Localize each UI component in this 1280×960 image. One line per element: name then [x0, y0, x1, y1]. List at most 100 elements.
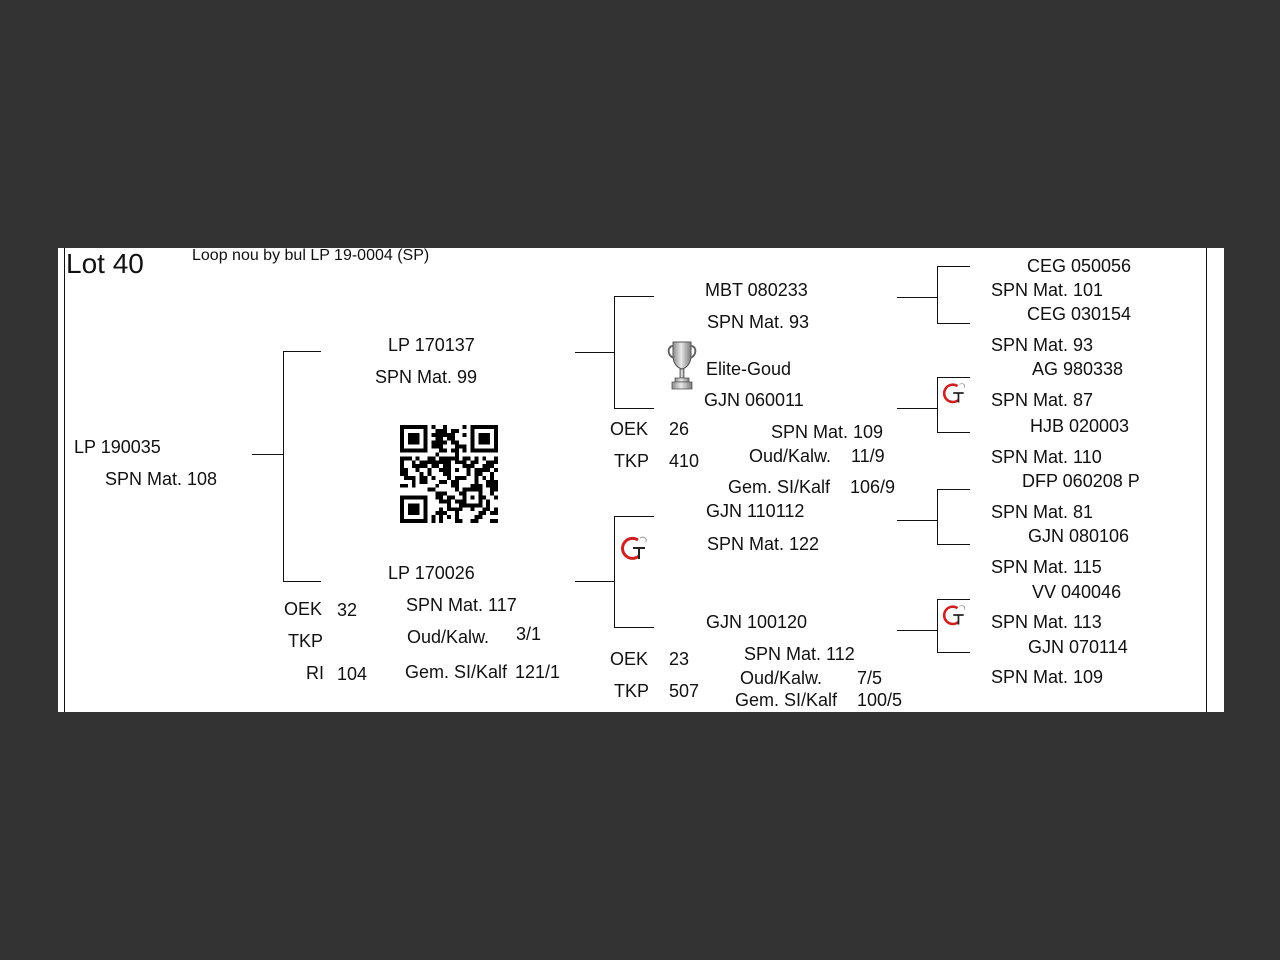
qr-module — [439, 499, 444, 504]
qr-module — [415, 432, 420, 437]
dam-dam-gem-label: Gem. SI/Kalf — [735, 690, 838, 710]
qr-module — [439, 479, 444, 484]
sire-dam-gem-label: Gem. SI/Kalf — [728, 477, 831, 497]
qr-module — [470, 464, 475, 469]
qr-module — [411, 460, 416, 465]
qr-module — [474, 479, 479, 484]
ggp-id: GJN 080106 — [1028, 526, 1130, 546]
qr-module — [478, 503, 483, 508]
qr-module — [486, 479, 491, 484]
qr-module — [462, 499, 467, 504]
qr-module — [474, 519, 479, 523]
qr-module — [415, 468, 420, 473]
animal-stat-label: RI — [306, 663, 324, 683]
qr-module — [419, 495, 424, 500]
lot-description: Loop nou by bul LP 19-0004 (SP) — [192, 248, 430, 264]
ggp-id: DFP 060208 P — [1022, 471, 1140, 491]
bracket-line — [283, 351, 321, 352]
qr-module — [490, 448, 495, 453]
qr-module — [427, 472, 432, 476]
qr-module — [400, 425, 404, 429]
qr-module — [443, 491, 448, 496]
qr-module — [494, 487, 498, 492]
ggp-spn: SPN Mat. 109 — [991, 667, 1104, 687]
bracket-line — [897, 408, 937, 409]
qr-module — [407, 456, 412, 461]
qr-module — [466, 464, 471, 469]
qr-module — [478, 425, 483, 429]
qr-module — [454, 440, 459, 445]
qr-module — [407, 440, 412, 445]
qr-module — [454, 448, 459, 453]
qr-module — [400, 432, 404, 437]
sire-spn: SPN Mat. 99 — [375, 367, 478, 387]
qr-module — [470, 460, 475, 465]
ggp-spn: SPN Mat. 81 — [991, 502, 1094, 522]
bracket-line — [937, 599, 938, 652]
qr-module — [419, 464, 424, 469]
qr-module — [443, 479, 448, 484]
qr-module — [486, 460, 491, 465]
qr-module — [450, 428, 455, 433]
ggp-id: AG 980338 — [1032, 359, 1124, 379]
qr-module — [486, 483, 491, 488]
qr-module — [462, 456, 467, 461]
qr-module — [474, 475, 479, 480]
qr-module — [423, 432, 428, 437]
qr-module — [482, 464, 487, 469]
qr-module — [474, 460, 479, 465]
bracket-line — [937, 432, 970, 433]
sire-dam-oud-kalw-label: Oud/Kalw. — [749, 446, 832, 466]
qr-module — [454, 499, 459, 504]
qr-module — [443, 448, 448, 453]
qr-module — [462, 503, 467, 508]
qr-module — [466, 472, 471, 476]
qr-module — [443, 464, 448, 469]
qr-module — [454, 460, 459, 465]
qr-module — [411, 440, 416, 445]
qr-module — [478, 440, 483, 445]
qr-module — [470, 503, 475, 508]
qr-module — [443, 425, 448, 429]
qr-module — [458, 444, 463, 449]
qr-module — [494, 507, 498, 512]
qr-module — [427, 487, 432, 492]
qr-module — [494, 436, 498, 441]
qr-module — [443, 472, 448, 476]
qr-module — [411, 448, 416, 453]
bracket-line — [937, 544, 970, 545]
qr-module — [439, 515, 444, 520]
qr-module — [439, 495, 444, 500]
qr-module — [423, 499, 428, 504]
qr-module — [407, 436, 412, 441]
qr-module — [400, 519, 404, 523]
qr-module — [478, 448, 483, 453]
qr-module — [435, 444, 440, 449]
trophy-icon — [666, 340, 698, 392]
qr-module — [407, 511, 412, 516]
qr-module — [435, 495, 440, 500]
gt-logo-t — [953, 614, 964, 625]
ggp-id: GJN 070114 — [1028, 637, 1128, 657]
qr-module — [478, 499, 483, 504]
qr-module — [494, 468, 498, 473]
qr-module — [435, 436, 440, 441]
qr-module — [486, 503, 491, 508]
animal-spn: SPN Mat. 108 — [105, 469, 218, 489]
dam-dam-stat-label: TKP — [614, 681, 650, 701]
gt-logo-swirl — [959, 605, 966, 610]
qr-module — [462, 448, 467, 453]
qr-module — [494, 460, 498, 465]
qr-module — [423, 428, 428, 433]
qr-module — [462, 464, 467, 469]
qr-module — [450, 448, 455, 453]
qr-module — [482, 448, 487, 453]
qr-module — [411, 507, 416, 512]
ggp-spn: SPN Mat. 115 — [991, 557, 1102, 577]
qr-module — [478, 495, 483, 500]
qr-module — [450, 436, 455, 441]
dam-dam-id: GJN 100120 — [706, 612, 808, 632]
qr-module — [407, 432, 412, 437]
sire-dam-stat-label: OEK — [610, 419, 649, 439]
qr-module — [454, 487, 459, 492]
